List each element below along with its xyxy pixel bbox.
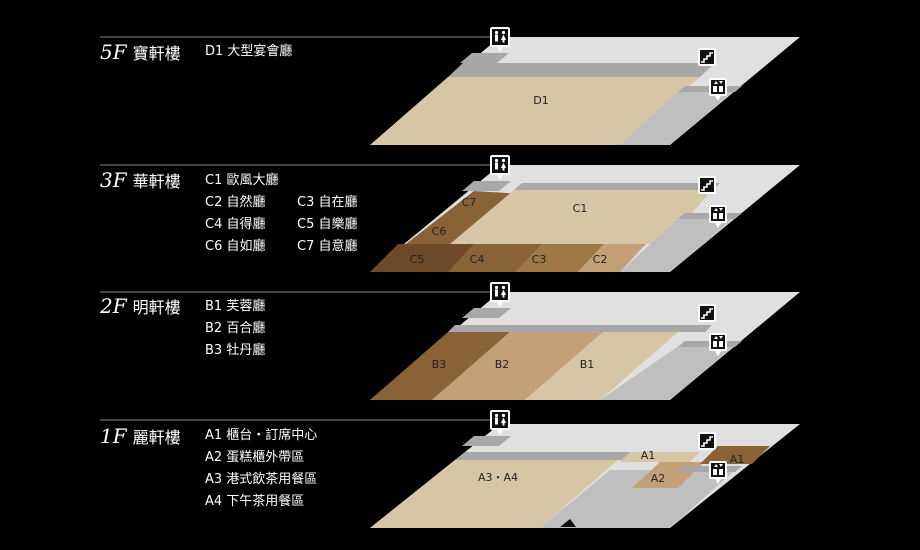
map-label: A3・A4 — [478, 471, 518, 484]
floor-number: 3F — [100, 168, 127, 192]
floor-2f-room-list: B1 芙蓉廳 B2 百合廳 B3 牡丹廳 — [205, 296, 265, 362]
service-area — [620, 217, 735, 272]
map-label: B2 — [495, 358, 510, 371]
floor-3f-plan: C7 C1 C6 C5 C4 C3 C2 — [100, 155, 800, 272]
entrance-icon — [560, 519, 576, 527]
service-area — [600, 345, 735, 400]
room-entry: A4 下午茶用餐區 — [205, 494, 305, 509]
room-row: C1 歐風大廳 — [205, 170, 389, 192]
room-b1 — [525, 332, 678, 400]
restroom-area — [462, 436, 511, 446]
map-label: C6 — [432, 225, 447, 238]
floor-2f-header: 2F 明軒樓 — [100, 294, 181, 318]
floor-name: 麗軒樓 — [132, 428, 181, 447]
corridor — [448, 325, 712, 332]
room-entry: A1 櫃台・訂席中心 — [205, 428, 318, 443]
room-a3-a4 — [370, 460, 618, 528]
floor-2f-plan: B3 B2 B1 — [100, 282, 800, 400]
floor-3f-header: 3F 華軒樓 — [100, 168, 181, 192]
room-d1 — [370, 77, 700, 145]
map-label: C3 — [532, 253, 547, 266]
floor-5f-plan: D1 — [100, 27, 800, 145]
map-label: C4 — [470, 253, 485, 266]
room-row: B1 芙蓉廳 — [205, 296, 265, 318]
service-area — [540, 470, 735, 528]
room-entry: C5 自樂廳 — [297, 217, 358, 232]
corridor — [448, 63, 715, 77]
room-c5 — [370, 244, 474, 272]
room-entry: D1 大型宴會廳 — [205, 44, 293, 59]
room-b2 — [432, 332, 603, 400]
service-area — [620, 90, 735, 145]
room-c2 — [578, 244, 646, 272]
room-row: D1 大型宴會廳 — [205, 41, 292, 63]
floor-number: 1F — [100, 424, 127, 448]
room-entry: A2 蛋糕櫃外帶區 — [205, 450, 305, 465]
restroom-area — [462, 181, 511, 191]
restroom-area — [462, 308, 511, 318]
room-c1 — [450, 190, 712, 244]
map-label: A2 — [651, 472, 666, 485]
room-entry: A3 港式飲茶用餐區 — [205, 472, 318, 487]
map-label: A1 — [730, 453, 745, 466]
room-a1-counter — [620, 452, 700, 462]
room-c3 — [516, 244, 604, 272]
room-row: A4 下午茶用餐區 — [205, 491, 317, 513]
room-entry: B2 百合廳 — [205, 321, 266, 336]
floor-name: 明軒樓 — [132, 298, 181, 317]
room-entry: C2 自然廳 — [205, 195, 266, 210]
map-label: B1 — [580, 358, 595, 371]
floor-name: 寶軒樓 — [132, 44, 181, 63]
room-row: A3 港式飲茶用餐區 — [205, 469, 317, 491]
floor-name: 華軒樓 — [132, 172, 181, 191]
escalator-icon[interactable] — [697, 303, 717, 323]
floor-5f-room-list: D1 大型宴會廳 — [205, 41, 292, 63]
floor-1f-room-list: A1 櫃台・訂席中心 A2 蛋糕櫃外帶區 A3 港式飲茶用餐區 A4 下午茶用餐… — [205, 425, 317, 513]
room-row: A2 蛋糕櫃外帶區 — [205, 447, 317, 469]
map-label: D1 — [533, 94, 548, 107]
room-a1 — [700, 446, 770, 464]
room-entry: C7 自意廳 — [297, 239, 358, 254]
room-entry: B1 芙蓉廳 — [205, 299, 266, 314]
room-entry: C3 自在廳 — [297, 195, 358, 210]
map-label: B3 — [432, 358, 447, 371]
room-entry: C4 自得廳 — [205, 217, 266, 232]
escalator-icon[interactable] — [697, 431, 717, 451]
floor-3f-room-list: C1 歐風大廳 C2 自然廳 C3 自在廳 C4 自得廳 C5 自樂廳 C6 自如廳… — [205, 170, 389, 258]
map-label: C2 — [593, 253, 608, 266]
room-entry: B3 牡丹廳 — [205, 343, 266, 358]
floor-1f-header: 1F 麗軒樓 — [100, 424, 181, 448]
room-entry: C1 歐風大廳 — [205, 173, 279, 188]
room-c4 — [448, 244, 542, 272]
floor-number: 5F — [100, 40, 127, 64]
map-label: A1 — [641, 449, 656, 462]
room-row: C2 自然廳 C3 自在廳 — [205, 192, 389, 214]
floor-number: 2F — [100, 294, 127, 318]
room-row: B3 牡丹廳 — [205, 340, 265, 362]
map-label: C7 — [462, 196, 477, 209]
map-label: C1 — [573, 202, 588, 215]
floor-5f-header: 5F 寶軒樓 — [100, 40, 181, 64]
floor-1f-plan: A3・A4 A1 A2 A1 — [100, 410, 800, 528]
room-row: C6 自如廳 C7 自意廳 — [205, 236, 389, 258]
corridor — [455, 452, 635, 460]
room-row: C4 自得廳 C5 自樂廳 — [205, 214, 389, 236]
escalator-icon[interactable] — [697, 47, 717, 67]
map-label: C5 — [410, 253, 425, 266]
room-row: A1 櫃台・訂席中心 — [205, 425, 317, 447]
restroom-area — [460, 53, 509, 63]
room-entry: C6 自如廳 — [205, 239, 266, 254]
room-b3 — [370, 332, 510, 400]
escalator-icon[interactable] — [697, 175, 717, 195]
room-row: B2 百合廳 — [205, 318, 265, 340]
corridor — [514, 183, 720, 190]
